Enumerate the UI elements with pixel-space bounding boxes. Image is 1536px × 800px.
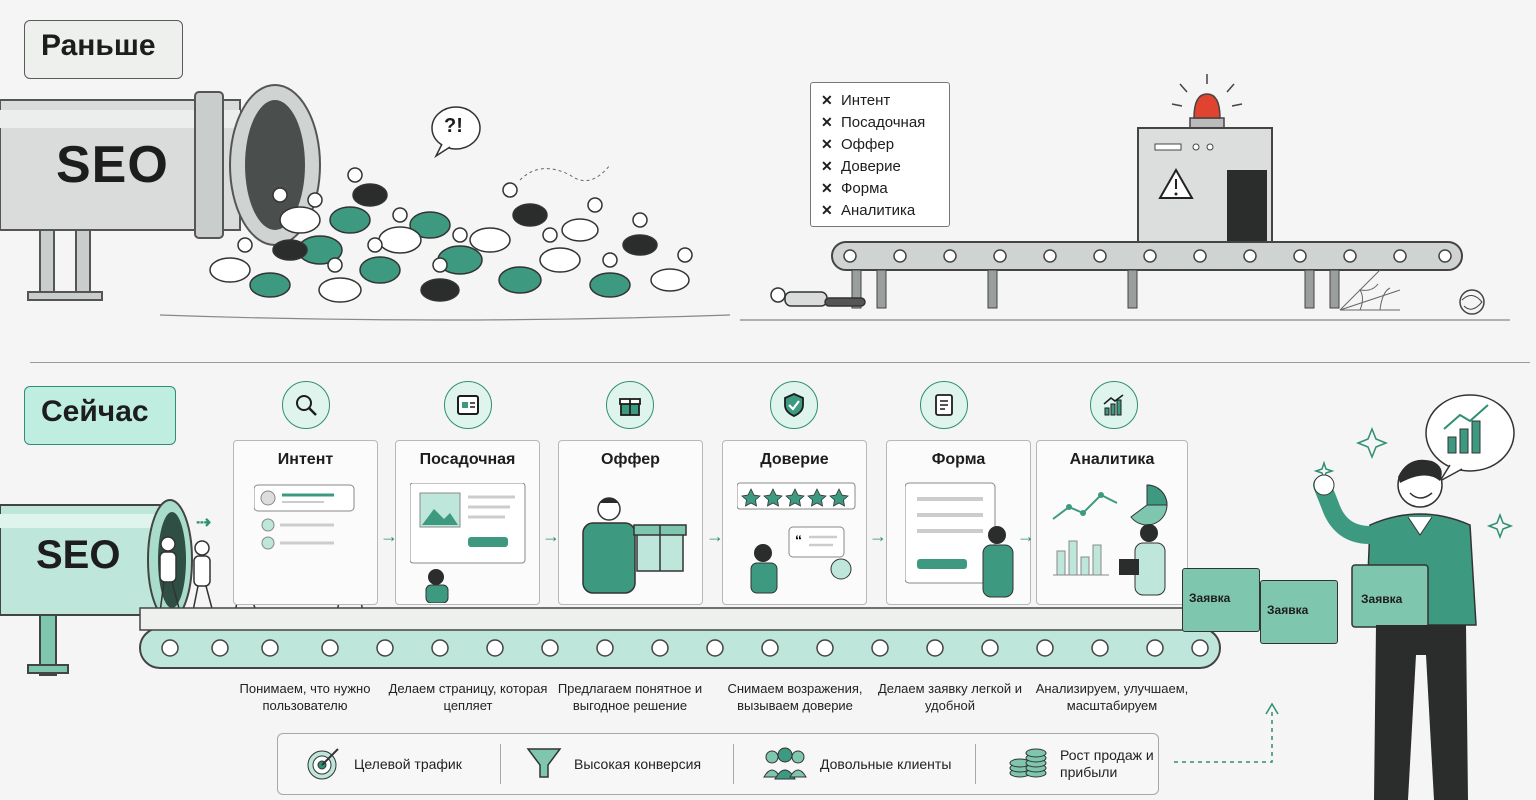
checklist-item: ✕Форма bbox=[821, 179, 888, 197]
checklist-item: ✕Доверие bbox=[821, 157, 901, 175]
landing-page-illustration bbox=[410, 483, 526, 603]
now-section-label: Сейчас bbox=[24, 386, 176, 445]
flow-arrow-icon: → bbox=[1017, 526, 1035, 546]
shield-check-icon bbox=[770, 381, 818, 429]
before-pipe-label: SEO bbox=[56, 136, 169, 194]
flow-arrow-icon: → bbox=[706, 526, 724, 546]
confused-speech-bubble bbox=[431, 106, 481, 159]
gift-icon bbox=[606, 381, 654, 429]
stage-card-offer: Оффер bbox=[558, 440, 703, 605]
stage-caption: Снимаем возражения, вызываем доверие bbox=[727, 681, 863, 713]
bar-chart-icon bbox=[1090, 381, 1138, 429]
funnel-icon bbox=[526, 745, 562, 784]
stage-card-analytics: Аналитика bbox=[1036, 440, 1188, 605]
coins-icon bbox=[1008, 743, 1048, 786]
result-item: Рост продаж и прибыли bbox=[1008, 734, 1160, 794]
checklist-item: ✕Оффер bbox=[821, 135, 895, 153]
form-icon bbox=[920, 381, 968, 429]
intent-search-results-illustration bbox=[254, 484, 355, 550]
flow-arrow-icon: ⇢ bbox=[196, 512, 212, 532]
target-icon bbox=[306, 745, 342, 784]
analytics-dashboard-illustration bbox=[1052, 484, 1168, 596]
now-conveyor-belt bbox=[139, 607, 1230, 669]
stage-title: Аналитика bbox=[1069, 451, 1155, 468]
landing-page-icon bbox=[444, 381, 492, 429]
cobweb-icon bbox=[1339, 269, 1401, 311]
flow-arrow-icon: → bbox=[869, 526, 887, 546]
stage-caption: Делаем страницу, которая цепляет bbox=[388, 681, 548, 713]
box-label-text: Заявка bbox=[1361, 592, 1403, 606]
before-section-label: Раньше bbox=[24, 20, 183, 79]
result-item: Высокая конверсия bbox=[526, 734, 701, 794]
section-divider bbox=[30, 362, 1530, 363]
stage-card-trust: Доверие “ bbox=[722, 440, 867, 605]
stage-card-form: Форма bbox=[886, 440, 1031, 605]
stage-caption: Предлагаем понятное и выгодное решение bbox=[557, 681, 703, 713]
stage-caption: Анализируем, улучшаем, масштабируем bbox=[1035, 681, 1189, 713]
broken-conveyor-machine bbox=[740, 74, 1510, 321]
before-seo-pipe bbox=[0, 84, 321, 301]
search-icon bbox=[282, 381, 330, 429]
result-item: Целевой трафик bbox=[306, 734, 462, 794]
stage-title: Оффер bbox=[601, 451, 660, 468]
stage-title: Доверие bbox=[760, 451, 829, 468]
application-box: Заявка bbox=[1182, 568, 1260, 632]
stage-caption: Понимаем, что нужно пользователю bbox=[239, 681, 371, 713]
form-illustration bbox=[905, 482, 1014, 598]
tumbleweed-icon bbox=[1459, 289, 1485, 315]
people-icon bbox=[762, 745, 808, 784]
stage-card-landing: Посадочная bbox=[395, 440, 540, 605]
cross-icon: ✕ bbox=[821, 91, 833, 108]
checklist-item: ✕Интент bbox=[821, 91, 891, 109]
stage-title: Посадочная bbox=[419, 451, 516, 468]
cross-icon: ✕ bbox=[821, 135, 833, 152]
cross-icon: ✕ bbox=[821, 179, 833, 196]
stage-title: Интент bbox=[277, 451, 334, 468]
trust-reviews-illustration: “ bbox=[737, 482, 856, 594]
flow-arrow-icon: → bbox=[380, 526, 398, 546]
dashed-arrow-icon bbox=[1174, 702, 1279, 763]
alarm-light-icon bbox=[1171, 74, 1243, 129]
cross-icon: ✕ bbox=[821, 201, 833, 218]
stage-caption: Делаем заявку легкой и удобной bbox=[877, 681, 1023, 713]
chaotic-crowd-illustration bbox=[159, 164, 731, 321]
flow-arrow-icon: → bbox=[542, 526, 560, 546]
svg-text:“: “ bbox=[795, 532, 802, 548]
cross-icon: ✕ bbox=[821, 113, 833, 130]
cross-icon: ✕ bbox=[821, 157, 833, 174]
missing-items-checklist: ✕Интент ✕Посадочная ✕Оффер ✕Доверие ✕Фор… bbox=[810, 82, 950, 227]
checklist-item: ✕Посадочная bbox=[821, 113, 926, 131]
speech-text: ?! bbox=[444, 115, 463, 137]
result-item: Довольные клиенты bbox=[762, 734, 951, 794]
checklist-item: ✕Аналитика bbox=[821, 201, 916, 219]
now-pipe-label: SEO bbox=[36, 533, 121, 577]
stage-title: Форма bbox=[931, 451, 986, 468]
happy-client-illustration: Заявка bbox=[1313, 394, 1515, 800]
application-box: Заявка bbox=[1260, 580, 1338, 644]
offer-gift-illustration bbox=[582, 497, 687, 594]
stage-card-intent: Интент bbox=[233, 440, 378, 605]
results-bar: Целевой трафик Высокая конверсия Довольн… bbox=[277, 733, 1159, 795]
